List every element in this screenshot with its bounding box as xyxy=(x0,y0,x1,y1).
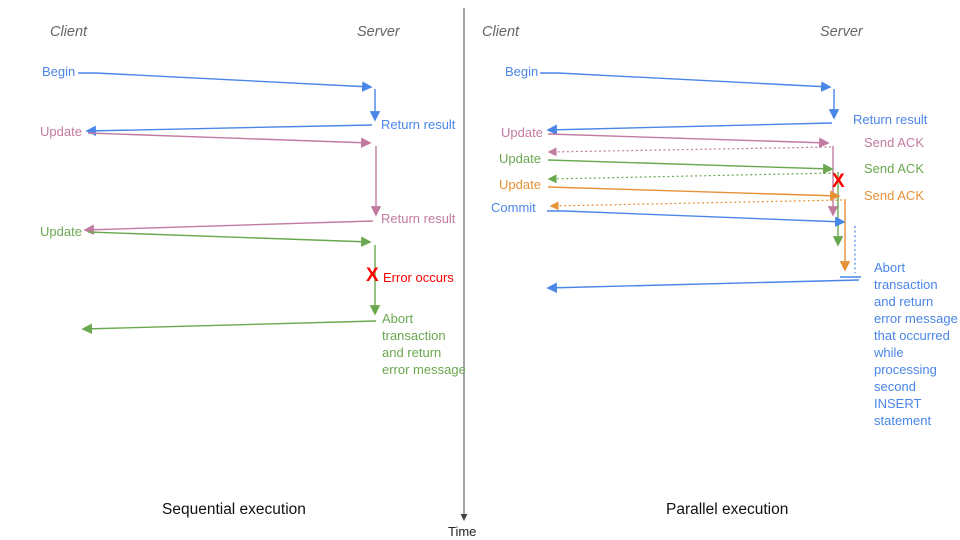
par-update-1-request-arrow xyxy=(547,133,830,148)
par-return-result-label: Return result xyxy=(853,112,928,127)
seq-error-occurs-label: Error occurs xyxy=(383,270,454,285)
par-ack-2-dotted-arrow xyxy=(547,172,836,184)
par-update-3-label: Update xyxy=(499,177,541,192)
seq-return-result-1-label: Return result xyxy=(381,117,456,132)
parallel-server-header: Server xyxy=(820,24,863,40)
par-commit-request-arrow xyxy=(547,210,846,227)
par-send-ack-3-label: Send ACK xyxy=(864,188,924,203)
seq-begin-label: Begin xyxy=(42,64,76,79)
par-update-3-request-arrow xyxy=(547,186,841,201)
par-ack-1-dotted-arrow xyxy=(547,146,832,157)
seq-return-result-2-label: Return result xyxy=(381,211,456,226)
seq-update-2-label: Update xyxy=(40,224,82,239)
seq-abort-return-arrow xyxy=(81,320,377,335)
seq-update-2-request-arrow xyxy=(87,231,372,247)
seq-return-result-2-arrow xyxy=(83,220,374,235)
seq-update-1-request-arrow xyxy=(87,132,372,148)
par-update-1-label: Update xyxy=(501,125,543,140)
seq-return-result-1-arrow xyxy=(85,124,373,137)
seq-begin-request-arrow xyxy=(78,72,373,92)
par-update-2-label: Update xyxy=(499,151,541,166)
par-commit-label: Commit xyxy=(491,200,536,215)
par-send-ack-2-label: Send ACK xyxy=(864,161,924,176)
par-error-x-icon: X xyxy=(832,171,845,192)
parallel-arrows xyxy=(540,72,861,294)
parallel-title: Parallel execution xyxy=(666,501,789,518)
seq-error-x-icon: X xyxy=(366,265,379,286)
sequential-server-header: Server xyxy=(357,24,400,40)
sequential-client-header: Client xyxy=(50,24,88,40)
time-axis-label: Time xyxy=(448,524,477,539)
sequential-title: Sequential execution xyxy=(162,501,306,518)
par-abort-message: Abort transaction and return error messa… xyxy=(874,260,958,428)
par-send-ack-1-label: Send ACK xyxy=(864,135,924,150)
seq-abort-message: Abort transaction and return error messa… xyxy=(382,311,466,377)
par-ack-3-dotted-arrow xyxy=(549,199,843,211)
par-begin-label: Begin xyxy=(505,64,539,79)
par-return-result-arrow xyxy=(546,122,833,136)
par-abort-return-arrow xyxy=(546,279,860,294)
par-update-2-request-arrow xyxy=(547,159,834,174)
sequential-arrows xyxy=(78,72,382,335)
par-begin-request-arrow xyxy=(540,72,832,92)
parallel-client-header: Client xyxy=(482,24,520,40)
seq-update-1-label: Update xyxy=(40,124,82,139)
